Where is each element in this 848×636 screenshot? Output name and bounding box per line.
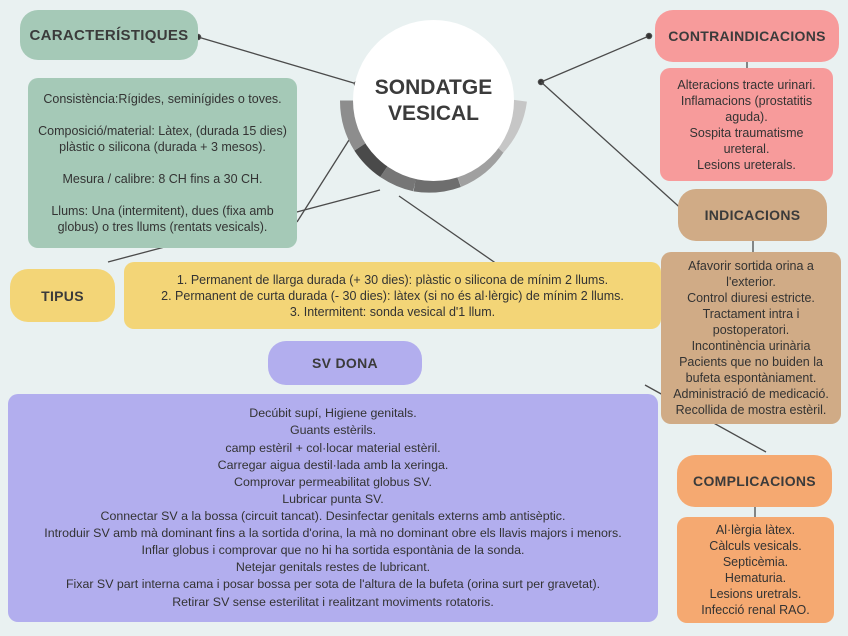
node-tipus-title[interactable]: TIPUS [10,269,115,322]
node-sv-dona-title[interactable]: SV DONA [268,341,422,385]
node-tipus-body: 1. Permanent de llarga durada (+ 30 dies… [124,262,661,329]
node-complicacions-title[interactable]: COMPLICACIONS [677,455,832,507]
center-node[interactable]: SONDATGE VESICAL [337,4,530,197]
node-indicacions-body: Afavorir sortida orina a l'exterior. Con… [661,252,841,424]
node-caracteristiques-title[interactable]: CARACTERÍSTIQUES [20,10,198,60]
node-complicacions-body: Al·lèrgia làtex. Càlculs vesicals. Septi… [677,517,834,623]
center-title: SONDATGE VESICAL [353,20,514,181]
connector-caracteristiques [197,36,358,85]
node-contraindicacions-body: Alteracions tracte urinari. Inflamacions… [660,68,833,181]
connector-contraindicacions [540,35,650,83]
node-indicacions-title[interactable]: INDICACIONS [678,189,827,241]
node-contraindicacions-title[interactable]: CONTRAINDICACIONS [655,10,839,62]
node-caracteristiques-body: Consistència:Rígides, seminígides o tove… [28,78,297,248]
node-sv-dona-body: Decúbit supí, Higiene genitals. Guants e… [8,394,658,622]
